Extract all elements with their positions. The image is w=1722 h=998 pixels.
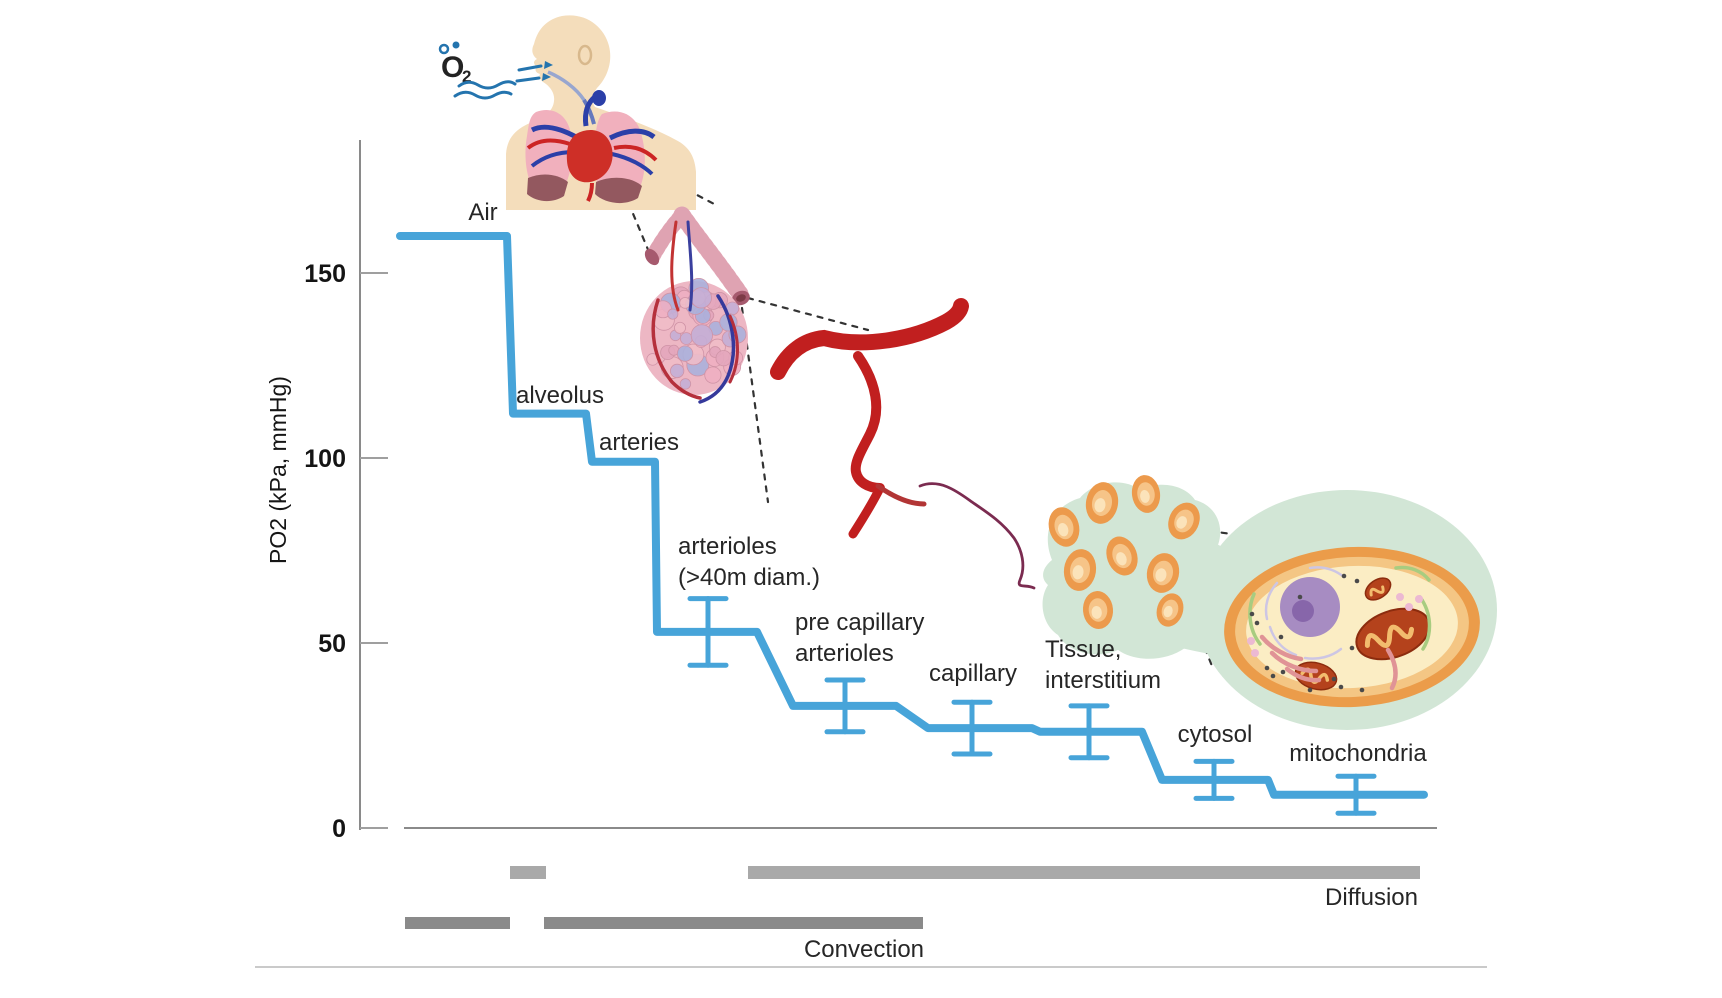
mitochondrion-large [1355, 607, 1431, 661]
tissue-cell-5 [1106, 536, 1138, 576]
convection-label: Convection [804, 936, 924, 963]
stage-label-8-line-0: mitochondria [1289, 740, 1427, 767]
stage-label-7-line-0: cytosol [1178, 721, 1253, 748]
tissue-cell-2 [1131, 475, 1161, 513]
stage-label-2-line-0: arteries [599, 429, 679, 456]
stage-label-4-line-1: arterioles [795, 640, 894, 667]
breathing-person-illustration [506, 15, 696, 210]
artery-branch-thin [875, 483, 927, 507]
ribosome-dots [1249, 573, 1365, 693]
artery-branch-down [848, 483, 885, 539]
stage-label-3-line-0: arterioles [678, 533, 777, 560]
trachea-lower [582, 98, 596, 125]
o2-breath-illustration: O 2 [438, 41, 553, 100]
mitochondrion-tiny [1364, 577, 1392, 601]
artery-main-arc [770, 298, 969, 380]
o2-subscript: 2 [462, 67, 471, 86]
y-axis-title: PO2 (kPa, mmHg) [265, 376, 291, 564]
artery-descending [850, 351, 885, 493]
breath-wave-lines [453, 80, 517, 100]
alveolus-illustration [640, 206, 750, 404]
vesicle-pink-dots [1247, 593, 1423, 657]
convection-bar-1 [544, 917, 923, 929]
endoplasmic-reticulum [1264, 566, 1346, 660]
po2-cascade-line [396, 232, 1428, 799]
tissue-cell-7 [1082, 591, 1114, 629]
pulmonary-trunk [592, 90, 606, 106]
y-tick-label-50: 50 [318, 630, 346, 658]
y-tick-label-150: 150 [304, 260, 346, 288]
convection-bar-0 [405, 917, 510, 929]
tissue-cells [1048, 475, 1200, 629]
tissue-cell-4 [1063, 549, 1097, 591]
stage-label-6-line-0: Tissue, [1045, 636, 1121, 663]
tissue-cell-3 [1168, 502, 1200, 540]
stage-label-4-line-0: pre capillary [795, 609, 924, 636]
dashed-line-alveolus-down [740, 306, 770, 504]
y-tick-label-100: 100 [304, 445, 346, 473]
stage-label-3-line-1: (>40m diam.) [678, 564, 820, 591]
tissue-and-cell-illustration [1042, 475, 1497, 730]
stage-label-6-line-1: interstitium [1045, 667, 1161, 694]
lung-lobe-left [527, 174, 568, 202]
capillary-thread [918, 482, 1036, 590]
heart [566, 129, 613, 183]
diffusion-bar-0 [510, 866, 546, 879]
pulmonary-vessels-red [526, 138, 658, 202]
bronchiole-opening-left [644, 248, 660, 266]
tissue-cell-8 [1156, 593, 1184, 627]
lung-lobe-right [595, 177, 642, 204]
y-tick-label-0: 0 [332, 815, 346, 843]
breath-arrows [515, 61, 553, 83]
tissue-cell-1 [1085, 482, 1119, 524]
diffusion-label: Diffusion [1325, 884, 1418, 911]
chart-layer: 0 50 100 150 Air alveolus arteries arterioles (>… [255, 140, 1487, 968]
stage-label-1-line-0: alveolus [516, 382, 604, 409]
o2-letter: O [441, 51, 464, 84]
dashed-line-alveolus-to-artery [746, 296, 870, 332]
diffusion-bar-1 [748, 866, 1420, 879]
artery-illustration [770, 298, 1036, 590]
o2-bubble-outline [438, 43, 450, 55]
bronchiole-opening-right-inner [736, 294, 746, 302]
ear [577, 44, 593, 66]
tissue-cell-6 [1146, 553, 1180, 593]
golgi-pink-arcs [1259, 634, 1398, 691]
alveoli-vessels [651, 220, 739, 404]
stage-label-0-line-0: Air [468, 199, 497, 226]
stage-label-5-line-0: capillary [929, 660, 1017, 687]
o2-bubble-filled [452, 41, 460, 49]
tissue-cell-0 [1048, 507, 1080, 547]
nucleolus [1292, 600, 1314, 622]
